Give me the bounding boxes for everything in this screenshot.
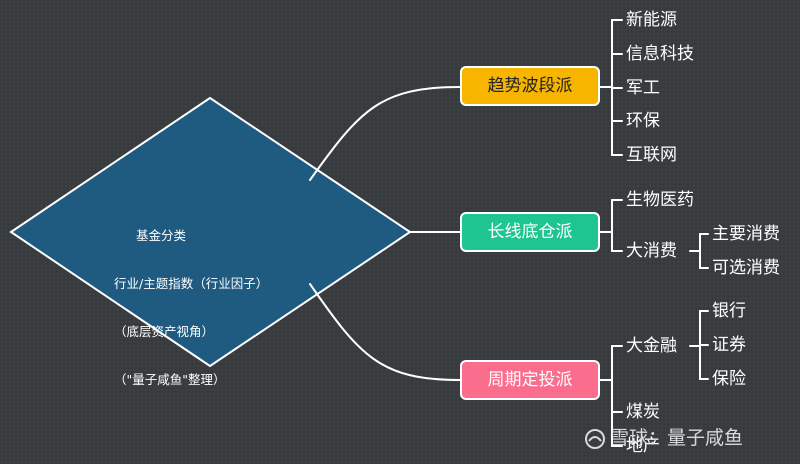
root-line-4: （"量子咸鱼"整理）: [114, 372, 226, 387]
connector-root-trend: [309, 86, 461, 181]
leaf-internet: 互联网: [626, 145, 677, 165]
leaf-bank: 银行: [712, 301, 746, 321]
leaf-info-tech: 信息科技: [626, 44, 694, 64]
root-line-2: 行业/主题指数（行业因子）: [114, 276, 269, 291]
branch-long-term: 长线底仓派: [460, 212, 600, 252]
leaf-military: 军工: [626, 78, 660, 98]
leaf-environment: 环保: [626, 111, 660, 131]
snowball-logo-icon: [585, 428, 605, 449]
leaf-new-energy: 新能源: [626, 10, 677, 30]
watermark: 雪球：量子咸鱼: [584, 426, 743, 450]
leaf-real-estate: 地产: [626, 436, 660, 456]
leaf-consumer-staples: 主要消费: [712, 224, 780, 244]
root-line-1: 基金分类: [136, 228, 187, 243]
leaf-consumer: 大消费: [626, 241, 677, 261]
root-label: 基金分类 行业/主题指数（行业因子） （底层资产视角） （"量子咸鱼"整理）: [100, 196, 320, 404]
branch-cycle-invest: 周期定投派: [460, 360, 600, 400]
watermark-text: 雪球：量子咸鱼: [610, 427, 744, 449]
branch-trend-band: 趋势波段派: [460, 66, 600, 106]
connector-root-cycle: [309, 283, 461, 381]
connectors: [309, 19, 709, 448]
leaf-consumer-discretionary: 可选消费: [712, 258, 780, 278]
leaf-biomedicine: 生物医药: [626, 190, 694, 210]
leaf-coal: 煤炭: [626, 402, 660, 422]
root-line-3: （底层资产视角）: [114, 324, 215, 339]
leaf-insurance: 保险: [712, 369, 746, 389]
leaf-finance: 大金融: [626, 336, 677, 356]
leaf-securities: 证券: [712, 335, 746, 355]
